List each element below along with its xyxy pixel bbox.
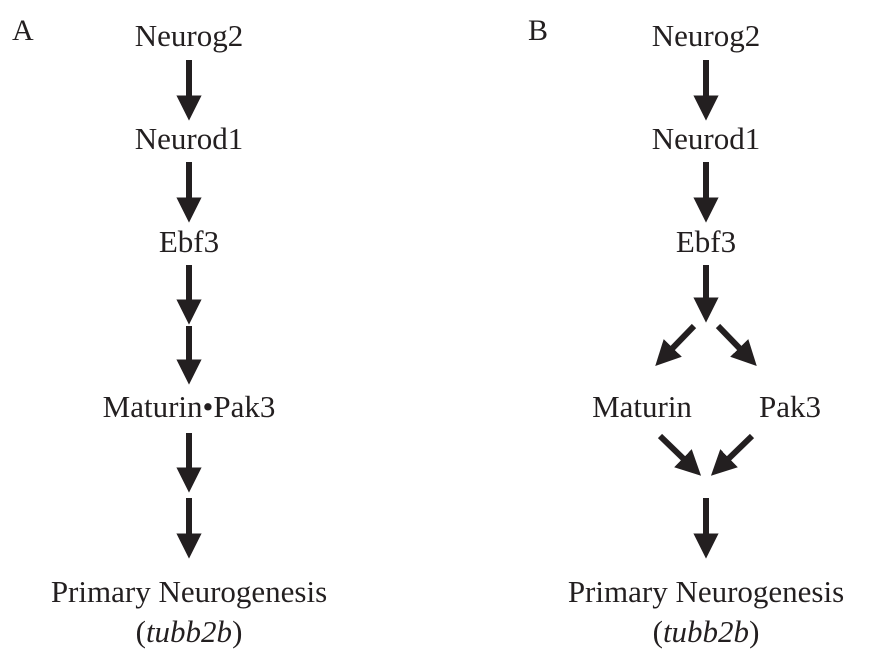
panel-a-node-neurog2: Neurog2 xyxy=(134,18,244,53)
panel-a-letter: A xyxy=(12,14,34,47)
panel-a-outcome-title: Primary Neurogenesis xyxy=(50,574,328,609)
panel-b-arrow-to-pak3 xyxy=(715,323,757,367)
panel-b-outcome-close-paren: ) xyxy=(749,614,760,649)
panel-b-letter: B xyxy=(528,14,549,47)
panel-b-node-ebf3: Ebf3 xyxy=(675,224,737,259)
panel-a-outcome-gene-name: tubb2b xyxy=(145,614,233,649)
panel-b-outcome-gene-name: tubb2b xyxy=(662,614,750,649)
panel-a-node-ebf3: Ebf3 xyxy=(158,224,220,259)
panel-a-outcome-close-paren: ) xyxy=(232,614,243,649)
panel-b-arrow-pak3-converge xyxy=(710,433,755,476)
panel-b-arrow-maturin-converge xyxy=(657,433,702,476)
panel-b-node-neurod1: Neurod1 xyxy=(651,121,761,156)
panel-a-node-maturin-pak3: Maturin•Pak3 xyxy=(102,389,276,424)
panel-b-node-neurog2: Neurog2 xyxy=(651,18,761,53)
panel-b-outcome-gene: (tubb2b) xyxy=(653,616,760,647)
panel-b-outcome-title: Primary Neurogenesis xyxy=(567,574,845,609)
panel-a-outcome-open-paren: ( xyxy=(135,614,146,649)
panel-b-outcome-open-paren: ( xyxy=(652,614,663,649)
panel-b-arrow-to-maturin xyxy=(655,323,697,367)
panel-b-node-maturin: Maturin xyxy=(592,389,692,424)
panel-a-outcome-gene: (tubb2b) xyxy=(136,616,243,647)
panel-a-node-neurod1: Neurod1 xyxy=(134,121,244,156)
panel-b-node-pak3: Pak3 xyxy=(759,389,821,424)
